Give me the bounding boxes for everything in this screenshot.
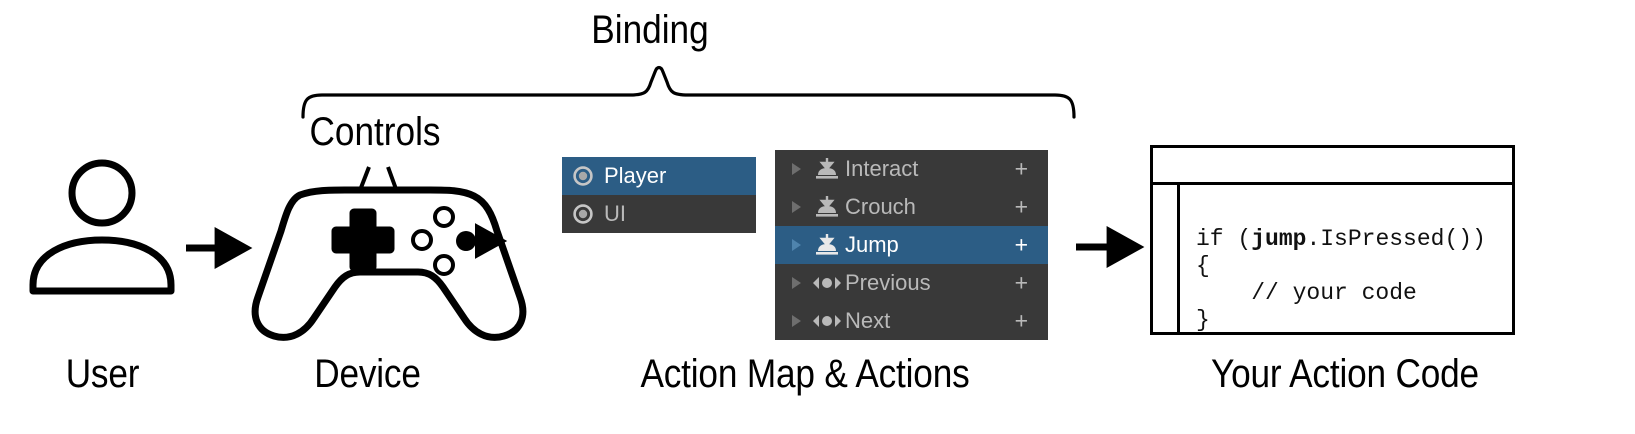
controls-annotation-label: Controls	[309, 110, 441, 154]
action-map-label: UI	[604, 201, 626, 226]
caption-code: Your Action Code	[1211, 352, 1479, 396]
action-label: Previous	[845, 270, 931, 295]
code-editor-body: if (jump.IsPressed()) { // your code }	[1153, 185, 1512, 333]
add-binding-button[interactable]: +	[1014, 231, 1028, 258]
foldout-arrow-icon[interactable]	[783, 199, 809, 215]
action-map-icon	[572, 165, 594, 187]
action-map-icon	[572, 203, 594, 225]
code-line-2: {	[1196, 253, 1210, 279]
axis-action-icon	[809, 275, 845, 291]
code-editor-text[interactable]: if (jump.IsPressed()) { // your code }	[1180, 185, 1512, 333]
caption-user: User	[65, 352, 140, 396]
code-line-1-prefix: if (	[1196, 226, 1252, 252]
button-action-icon	[809, 157, 845, 181]
action-row-next[interactable]: Next +	[775, 302, 1048, 340]
action-map-row-ui[interactable]: UI	[562, 195, 756, 233]
add-binding-button[interactable]: +	[1014, 307, 1028, 334]
add-binding-button[interactable]: +	[1014, 155, 1028, 182]
code-editor-titlebar	[1153, 148, 1512, 185]
caption-actions: Action Map & Actions	[640, 352, 970, 396]
action-row-jump[interactable]: Jump +	[775, 226, 1048, 264]
axis-action-icon	[809, 313, 845, 329]
action-row-previous[interactable]: Previous +	[775, 264, 1048, 302]
button-action-icon	[809, 195, 845, 219]
action-label: Interact	[845, 156, 919, 181]
action-label: Jump	[845, 232, 899, 257]
caption-device: Device	[314, 352, 421, 396]
action-row-interact[interactable]: Interact +	[775, 150, 1048, 188]
foldout-arrow-icon[interactable]	[783, 275, 809, 291]
action-map-label: Player	[604, 163, 667, 188]
code-editor-gutter	[1153, 185, 1180, 332]
code-line-4: }	[1196, 307, 1210, 333]
actions-panel[interactable]: Interact + Crouch +	[775, 150, 1048, 340]
code-line-1-suffix: .IsPressed())	[1306, 226, 1486, 252]
foldout-arrow-icon[interactable]	[783, 161, 809, 177]
foldout-arrow-icon[interactable]	[783, 313, 809, 329]
action-row-crouch[interactable]: Crouch +	[775, 188, 1048, 226]
code-line-3: // your code	[1196, 280, 1417, 306]
add-binding-button[interactable]: +	[1014, 269, 1028, 296]
action-map-row-player[interactable]: Player	[562, 157, 756, 195]
button-action-icon	[809, 233, 845, 257]
code-editor-window[interactable]: if (jump.IsPressed()) { // your code }	[1150, 145, 1515, 335]
action-label: Next	[845, 308, 891, 333]
add-binding-button[interactable]: +	[1014, 193, 1028, 220]
action-maps-panel[interactable]: Player UI	[562, 157, 756, 233]
binding-annotation-label: Binding	[591, 8, 709, 52]
foldout-arrow-icon[interactable]	[783, 237, 809, 253]
code-line-1-bold: jump	[1251, 226, 1307, 252]
action-label: Crouch	[845, 194, 916, 219]
